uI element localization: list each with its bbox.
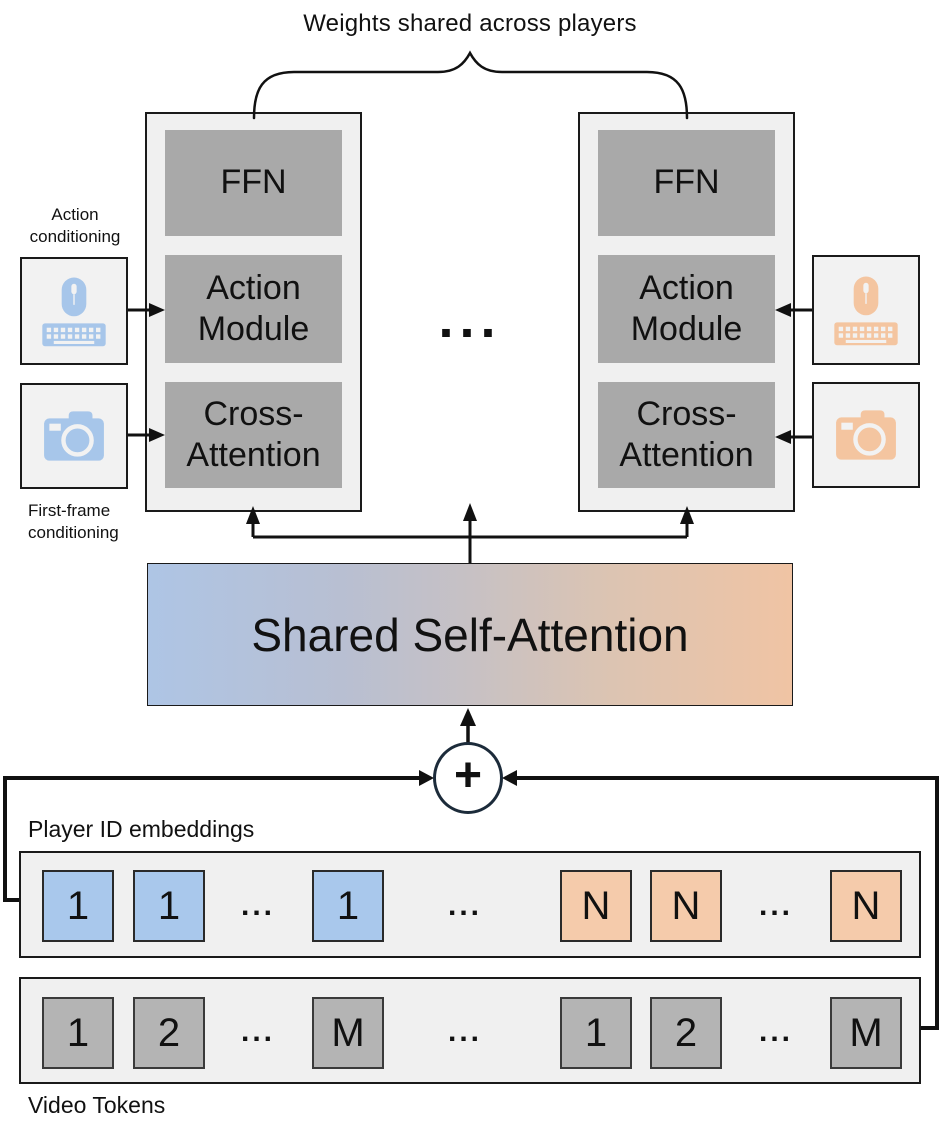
player-id-token: 1 bbox=[312, 870, 384, 942]
video-tokens-row: 1 2 ... M ... 1 2 ... M bbox=[19, 977, 921, 1084]
action-conditioning-input-player1 bbox=[20, 257, 128, 365]
row-ellipsis: ... bbox=[240, 1015, 275, 1048]
playerN-transformer-block: FFN Action Module Cross-Attention bbox=[578, 112, 795, 512]
action-conditioning-label: Action conditioning bbox=[29, 205, 121, 246]
brace bbox=[252, 50, 689, 120]
video-tokens-label: Video Tokens bbox=[28, 1092, 166, 1118]
first-frame-input-player1 bbox=[20, 383, 128, 489]
video-token: M bbox=[312, 997, 384, 1069]
row-ellipsis: ... bbox=[447, 889, 482, 922]
player-id-token: 1 bbox=[42, 870, 114, 942]
blocks-ellipsis: ... bbox=[438, 289, 502, 349]
first-frame-input-playerN bbox=[812, 382, 920, 488]
player1-transformer-block: FFN Action Module Cross-Attention bbox=[145, 112, 362, 512]
figure-title: Weights shared across players bbox=[303, 10, 637, 37]
video-token: 1 bbox=[42, 997, 114, 1069]
row-ellipsis: ... bbox=[447, 1015, 482, 1048]
action-module: Action Module bbox=[165, 255, 342, 363]
player-id-token: N bbox=[560, 870, 632, 942]
first-frame-conditioning-label: First-frame conditioning bbox=[28, 501, 119, 542]
row-ellipsis: ... bbox=[240, 889, 275, 922]
row-ellipsis: ... bbox=[758, 889, 793, 922]
video-token: 1 bbox=[560, 997, 632, 1069]
action-conditioning-input-playerN bbox=[812, 255, 920, 365]
player-id-embeddings-label: Player ID embeddings bbox=[28, 816, 255, 842]
mouse-keyboard-icon bbox=[30, 267, 118, 355]
ffn-module: FFN bbox=[165, 130, 342, 236]
add-operator: + bbox=[433, 742, 503, 814]
row-ellipsis: ... bbox=[758, 1015, 793, 1048]
shared-self-attention-block: Shared Self-Attention bbox=[147, 563, 793, 706]
player-id-token: N bbox=[650, 870, 722, 942]
player-id-token: N bbox=[830, 870, 902, 942]
mouse-keyboard-icon bbox=[822, 266, 910, 354]
player-id-token: 1 bbox=[133, 870, 205, 942]
player-id-embeddings-row: 1 1 ... 1 ... N N ... N bbox=[19, 851, 921, 958]
cross-attention-module: Cross-Attention bbox=[165, 382, 342, 488]
action-module: Action Module bbox=[598, 255, 775, 363]
camera-icon bbox=[822, 391, 910, 479]
video-token: 2 bbox=[133, 997, 205, 1069]
camera-icon bbox=[30, 392, 118, 480]
video-token: M bbox=[830, 997, 902, 1069]
cross-attention-module: Cross-Attention bbox=[598, 382, 775, 488]
ffn-module: FFN bbox=[598, 130, 775, 236]
video-token: 2 bbox=[650, 997, 722, 1069]
